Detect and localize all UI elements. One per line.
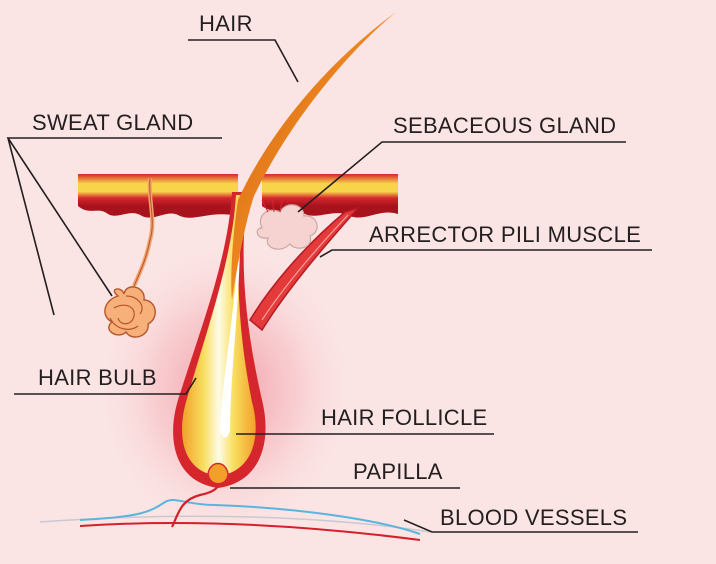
label-sweat-gland: SWEAT GLAND — [32, 110, 193, 135]
leader-lines — [6, 39, 652, 533]
sebaceous-gland-shape — [256, 197, 318, 250]
label-sebaceous-gland: SEBACEOUS GLAND — [393, 113, 616, 138]
sweat-gland-shape — [104, 177, 156, 338]
hair-shaft — [231, 12, 396, 300]
label-hair: HAIR — [199, 11, 253, 36]
label-hair-follicle: HAIR FOLLICLE — [321, 405, 488, 430]
skin-layer-left — [78, 174, 238, 218]
papilla-shape — [207, 462, 229, 485]
label-arrector-pili-muscle: ARRECTOR PILI MUSCLE — [369, 222, 641, 247]
label-papilla: PAPILLA — [353, 459, 443, 484]
label-blood-vessels: BLOOD VESSELS — [440, 505, 627, 530]
label-hair-bulb: HAIR BULB — [38, 365, 157, 390]
blood-vessels — [39, 474, 431, 541]
